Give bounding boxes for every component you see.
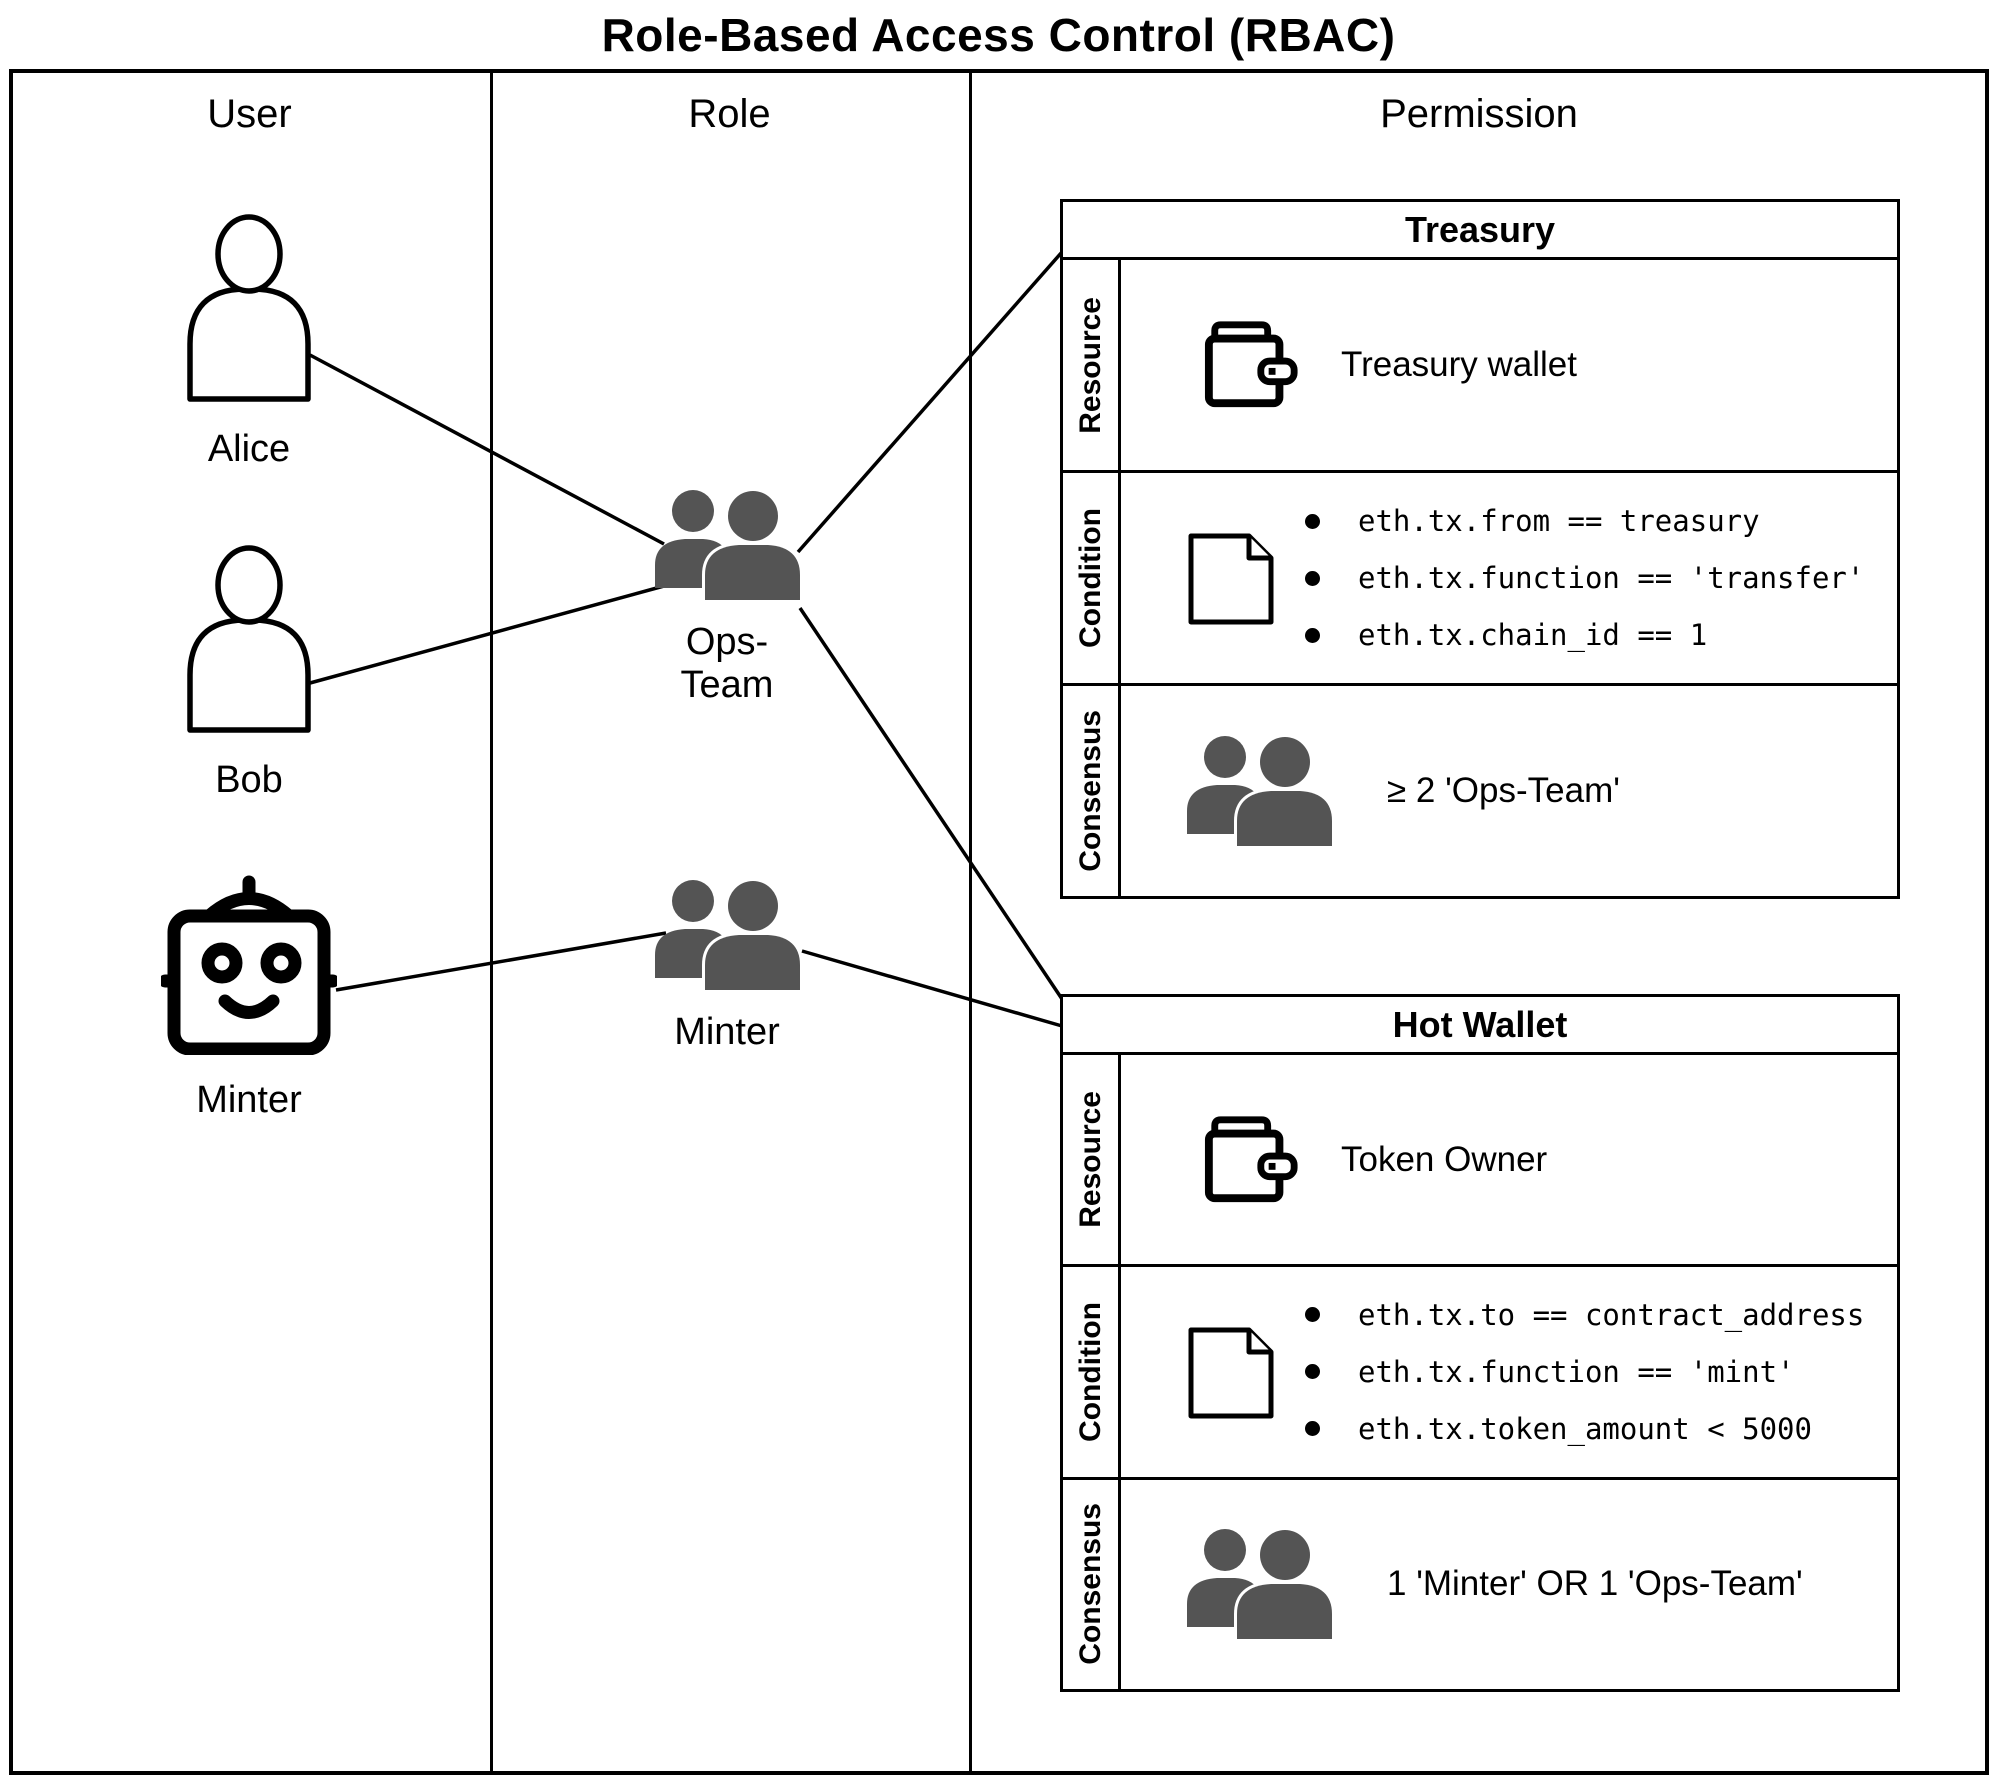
people-group-icon — [1187, 1527, 1335, 1643]
column-header-role: Role — [688, 92, 771, 136]
page-title: Role-Based Access Control (RBAC) — [601, 9, 1396, 61]
resource-row-content: Treasury wallet — [1121, 260, 1897, 470]
user-bob: Bob — [169, 543, 329, 802]
resource-row-label: Resource — [1063, 260, 1121, 470]
consensus-row: Consensus ≥ 2 'Ops-Team' — [1063, 686, 1897, 896]
permission-card-title: Treasury — [1063, 202, 1897, 260]
condition-row: Condition eth.tx.to == contract_address … — [1063, 1267, 1897, 1480]
condition-item: eth.tx.token_amount < 5000 — [1305, 1400, 1864, 1457]
divider-role-permission — [969, 69, 972, 1775]
consensus-row-content: ≥ 2 'Ops-Team' — [1121, 686, 1897, 896]
people-group-icon — [655, 488, 803, 603]
wallet-icon — [1204, 1116, 1298, 1202]
consensus-text: 1 'Minter' OR 1 'Ops-Team' — [1387, 1564, 1803, 1604]
user-name: Bob — [215, 759, 283, 801]
resource-row: Resource Treasury wallet — [1063, 260, 1897, 473]
consensus-row-label: Consensus — [1063, 686, 1121, 896]
bullet-icon — [1305, 1307, 1320, 1323]
permission-card-hot-wallet: Hot Wallet Resource Token Owner Conditio… — [1060, 994, 1900, 1692]
consensus-row: Consensus 1 'Minter' OR 1 'Ops-Team' — [1063, 1479, 1897, 1689]
condition-row-content: eth.tx.from == treasury eth.tx.function … — [1121, 473, 1897, 683]
user-minter-bot: Minter — [157, 875, 341, 1122]
permission-card-title: Hot Wallet — [1063, 997, 1897, 1055]
condition-row-label: Condition — [1063, 1267, 1121, 1477]
role-name: Ops-Team — [680, 621, 774, 706]
edge-minterrole-hotwallet — [801, 949, 1063, 1028]
consensus-row-content: 1 'Minter' OR 1 'Ops-Team' — [1121, 1480, 1897, 1689]
person-icon — [187, 545, 311, 733]
document-icon — [1188, 1327, 1274, 1419]
condition-item: eth.tx.to == contract_address — [1305, 1286, 1864, 1343]
robot-icon — [161, 875, 337, 1055]
edge-opsteam-treasury — [796, 250, 1064, 554]
resource-row: Resource Token Owner — [1063, 1055, 1897, 1268]
bullet-icon — [1305, 513, 1320, 529]
bullet-icon — [1305, 627, 1320, 643]
resource-text: Token Owner — [1341, 1139, 1548, 1179]
people-group-icon — [655, 878, 803, 993]
resource-text: Treasury wallet — [1341, 345, 1577, 384]
wallet-icon — [1204, 321, 1298, 408]
edge-bob-opsteam — [309, 584, 665, 685]
condition-row-content: eth.tx.to == contract_address eth.tx.fun… — [1121, 1267, 1897, 1476]
column-header-user: User — [207, 92, 292, 136]
document-icon — [1188, 533, 1274, 625]
consensus-text: ≥ 2 'Ops-Team' — [1387, 771, 1620, 810]
outer-frame — [9, 69, 1989, 1775]
condition-item: eth.tx.from == treasury — [1305, 493, 1864, 550]
edge-minteruser-minterrole — [335, 931, 667, 992]
bullet-icon — [1305, 1421, 1320, 1437]
person-icon — [187, 214, 311, 402]
user-alice: Alice — [169, 212, 329, 471]
role-ops-team: Ops-Team — [650, 487, 804, 707]
user-name: Minter — [196, 1079, 302, 1121]
resource-row-content: Token Owner — [1121, 1055, 1897, 1264]
condition-row-label: Condition — [1063, 473, 1121, 683]
condition-item: eth.tx.chain_id == 1 — [1305, 607, 1864, 664]
bullet-icon — [1305, 1364, 1320, 1380]
consensus-row-label: Consensus — [1063, 1479, 1121, 1689]
condition-item: eth.tx.function == 'mint' — [1305, 1343, 1864, 1400]
divider-user-role — [490, 69, 493, 1775]
bullet-icon — [1305, 570, 1320, 586]
column-header-permission: Permission — [1380, 92, 1578, 136]
permission-card-treasury: Treasury Resource Treasury wallet Condit… — [1060, 199, 1900, 899]
condition-row: Condition eth.tx.from == treasury eth.tx… — [1063, 473, 1897, 686]
edge-alice-opsteam — [309, 353, 665, 546]
resource-row-label: Resource — [1063, 1055, 1121, 1265]
user-name: Alice — [207, 428, 291, 470]
edge-opsteam-hotwallet — [798, 607, 1064, 1000]
condition-item: eth.tx.function == 'transfer' — [1305, 550, 1864, 607]
role-name: Minter — [674, 1011, 780, 1053]
role-minter: Minter — [650, 877, 804, 1054]
people-group-icon — [1187, 734, 1335, 849]
